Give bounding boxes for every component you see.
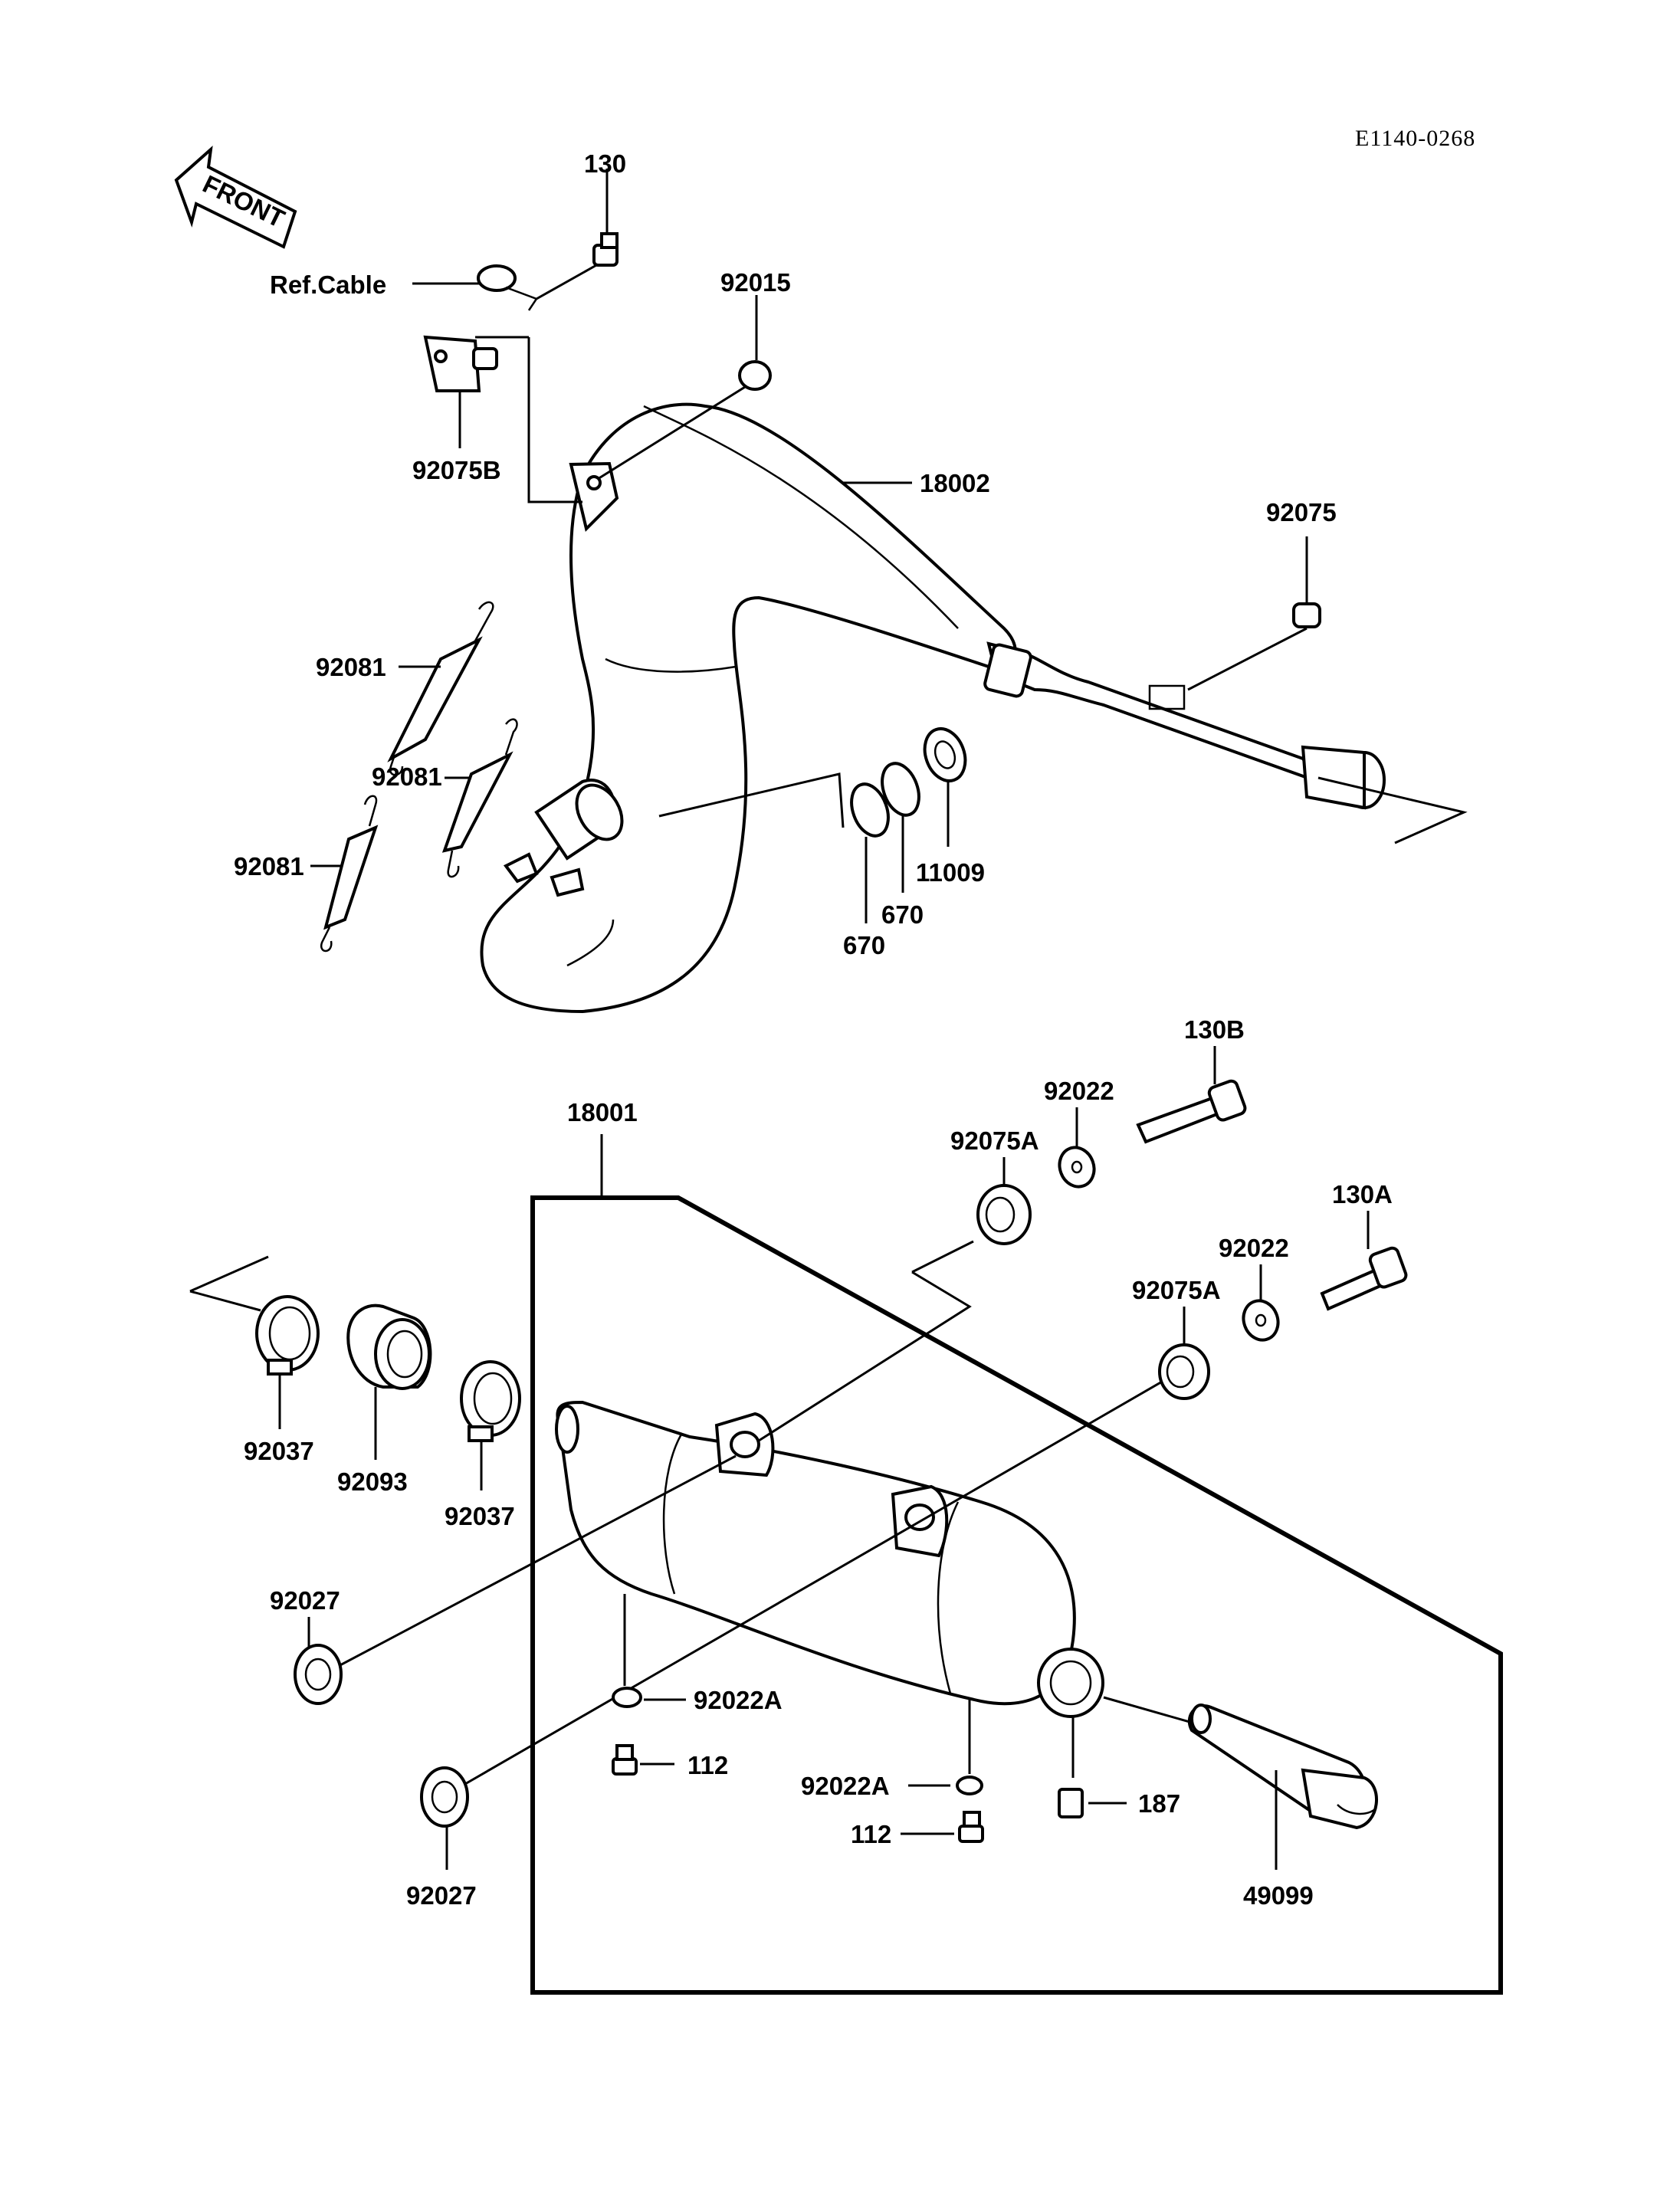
- label-92081-b: 92081: [372, 762, 442, 791]
- label-670-a: 670: [843, 931, 885, 959]
- label-92075b: 92075B: [412, 456, 501, 484]
- part-92075: 92075: [1266, 498, 1337, 628]
- label-92081-a: 92081: [316, 653, 386, 681]
- label-92093: 92093: [337, 1467, 408, 1496]
- part-92022a-b: 92022A: [801, 1697, 983, 1800]
- silencer: [555, 1400, 1104, 1718]
- label-92015: 92015: [720, 268, 791, 297]
- part-92022-b: 92022: [1219, 1234, 1289, 1342]
- part-92081-spring-c: 92081: [234, 795, 379, 953]
- label-18001: 18001: [567, 1098, 638, 1126]
- label-92022a-a: 92022A: [694, 1686, 783, 1714]
- label-92081-c: 92081: [234, 852, 304, 880]
- front-arrow: FRONT: [174, 145, 297, 249]
- part-112-a: 112: [612, 1744, 728, 1779]
- label-11009: 11009: [916, 858, 985, 887]
- part-92015: 92015: [720, 268, 791, 391]
- assembly-18001-frame: 18001: [530, 1098, 1503, 1995]
- label-92027-b: 92027: [406, 1881, 477, 1910]
- label-92027-a: 92027: [270, 1586, 340, 1615]
- ref-cable-clamp: Ref.Cable: [270, 264, 538, 311]
- part-92022-a: 92022: [1044, 1077, 1114, 1189]
- label-187: 187: [1138, 1789, 1180, 1818]
- label-670-b: 670: [881, 900, 924, 929]
- part-130a: 130A: [1320, 1180, 1408, 1311]
- label-92075a-b: 92075A: [1132, 1276, 1221, 1304]
- label-92022-a: 92022: [1044, 1077, 1114, 1105]
- label-49099: 49099: [1243, 1881, 1314, 1910]
- label-130b: 130B: [1184, 1015, 1245, 1044]
- label-92022-b: 92022: [1219, 1234, 1289, 1262]
- label-130: 130: [584, 149, 626, 178]
- part-92022a-a: 92022A: [612, 1594, 783, 1714]
- part-92075a-b: 92075A: [1132, 1276, 1221, 1400]
- part-92037-clamp-a: 92037: [244, 1295, 320, 1465]
- part-130b: 130B: [1136, 1015, 1247, 1144]
- part-130: 130: [536, 149, 626, 300]
- label-92037-a: 92037: [244, 1437, 314, 1465]
- label-92075a-a: 92075A: [950, 1126, 1039, 1155]
- part-92081-spring-b: 92081: [372, 718, 518, 878]
- label-92037-b: 92037: [445, 1502, 515, 1530]
- label-92022a-b: 92022A: [801, 1772, 890, 1800]
- part-92027-a: 92027: [270, 1586, 343, 1705]
- diagram-code: E1140-0268: [1355, 126, 1475, 151]
- part-187: 187: [1058, 1717, 1180, 1818]
- expansion-chamber: [480, 402, 1386, 1014]
- part-92093-coupler: 92093: [337, 1303, 432, 1496]
- part-11009-gasket: 11009: [916, 727, 985, 887]
- part-670-oring-b: 670: [881, 762, 924, 929]
- part-92037-clamp-b: 92037: [445, 1360, 521, 1530]
- part-112-b: 112: [851, 1811, 984, 1848]
- label-112-b: 112: [851, 1820, 891, 1848]
- part-670-oring-a: 670: [843, 782, 890, 959]
- label-112-a: 112: [687, 1751, 728, 1779]
- label-ref-cable: Ref.Cable: [270, 271, 386, 299]
- label-92075: 92075: [1266, 498, 1337, 526]
- label-18002: 18002: [920, 469, 990, 497]
- part-92027-b: 92027: [406, 1766, 477, 1910]
- label-130a: 130A: [1332, 1180, 1393, 1208]
- part-49099: 49099: [1187, 1703, 1378, 1910]
- part-92081-spring-a: 92081: [316, 601, 494, 776]
- part-92075a-a: 92075A: [950, 1126, 1039, 1245]
- part-92075b: 92075B: [412, 335, 501, 484]
